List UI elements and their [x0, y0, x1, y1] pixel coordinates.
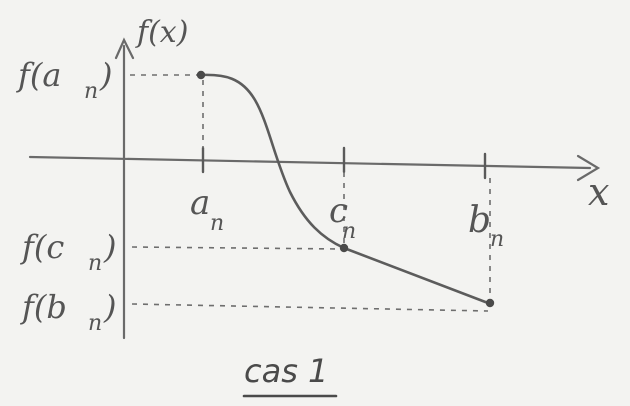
label-f-a-sub: n: [84, 79, 98, 104]
guide-fb-horizontal: [131, 303, 489, 312]
x-axis-line: [28, 155, 592, 170]
label-b: b: [468, 200, 491, 241]
point-b: [485, 298, 495, 308]
x-axis-label: x: [588, 170, 609, 214]
label-f-b-close: ): [103, 288, 116, 326]
label-f-c-main: f(c: [20, 228, 64, 266]
label-c: c: [329, 191, 348, 231]
label-a: a: [190, 183, 210, 223]
function-curve: [199, 73, 490, 305]
point-a: [196, 70, 206, 80]
point-c: [339, 243, 349, 253]
label-f-b-main: f(b: [20, 288, 67, 326]
guide-fc-horizontal: [131, 246, 345, 250]
x-axis-arrow-icon: [576, 154, 601, 182]
label-f-a-main: f(a: [16, 56, 61, 94]
label-f-c-close: ): [103, 228, 116, 266]
label-f-b-sub: n: [88, 311, 102, 336]
label-c-sub: n: [342, 219, 356, 244]
y-axis-arrow-icon: [114, 37, 135, 60]
label-b-sub: n: [490, 227, 504, 252]
caption-text: cas 1: [244, 352, 328, 390]
label-a-sub: n: [210, 211, 224, 236]
label-f-a-close: ): [99, 56, 112, 94]
label-f-c-sub: n: [88, 251, 102, 276]
y-axis-label: f(x): [135, 15, 188, 50]
